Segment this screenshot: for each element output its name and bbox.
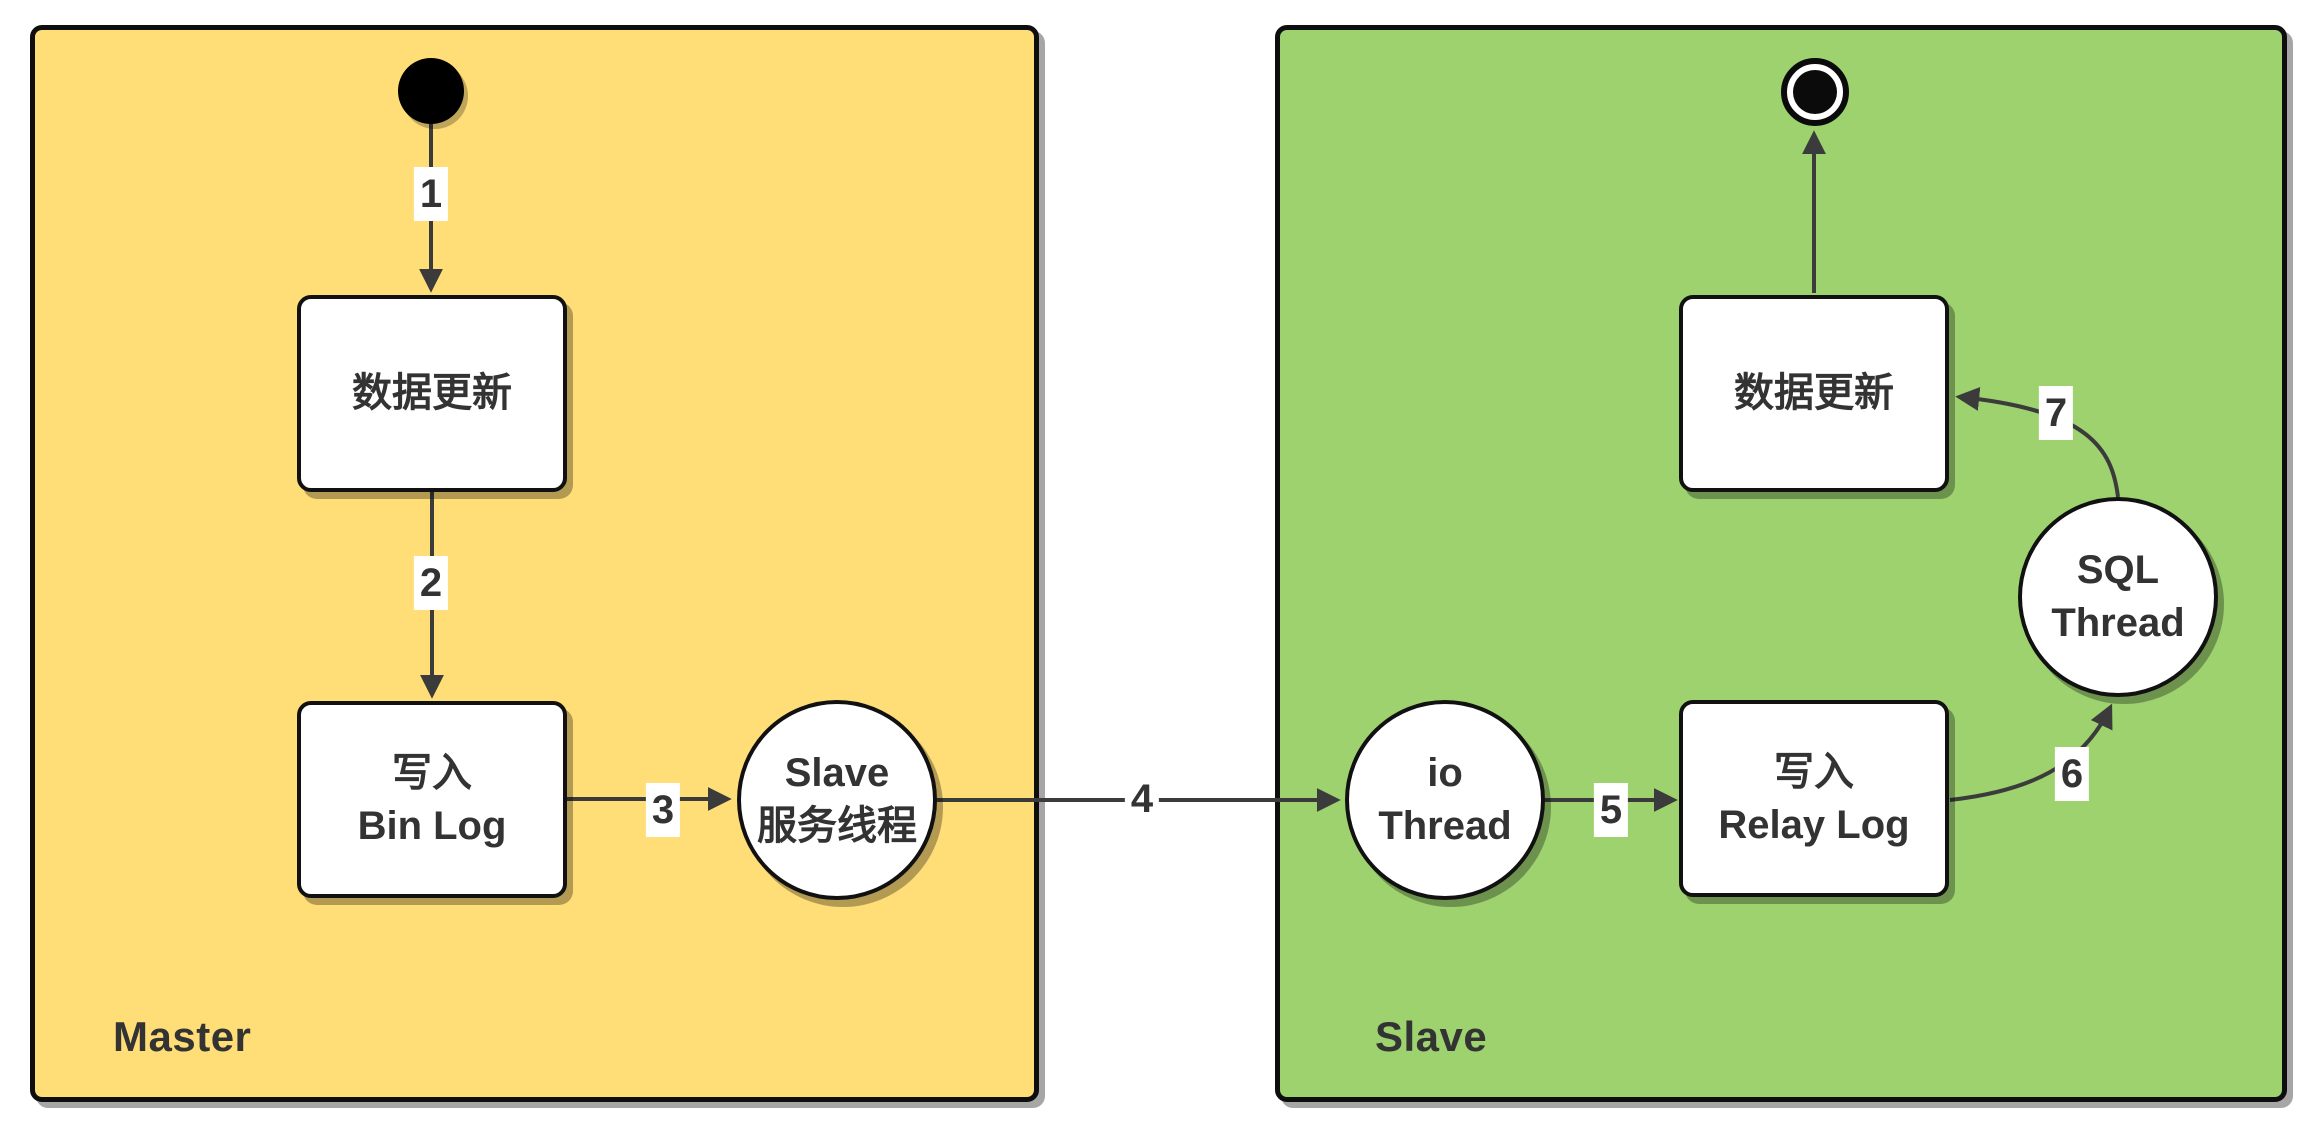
node-label-line: Thread: [2051, 601, 2185, 645]
end-state-core-icon: [1793, 70, 1837, 114]
node-label-line: 写入: [392, 750, 472, 795]
node-label-line: Bin Log: [357, 803, 507, 848]
master-lane-label: Master: [113, 1013, 252, 1060]
node-label-line: 服务线程: [757, 804, 917, 848]
slave-lane-label: Slave: [1375, 1013, 1488, 1060]
node-slave-service-thread: Slave 服务线程: [737, 700, 937, 900]
edge-label-7: 7: [2038, 386, 2074, 440]
master-lane: Master: [30, 25, 1039, 1102]
edge-label-4: 4: [1124, 772, 1160, 826]
start-state-icon: [398, 58, 464, 124]
node-write-bin-log: 写入 Bin Log: [297, 701, 567, 898]
node-label-line: SQL: [2076, 548, 2160, 593]
node-master-data-update: 数据更新: [297, 295, 567, 492]
node-slave-data-update: 数据更新: [1679, 295, 1949, 492]
node-label-line: 数据更新: [1734, 371, 1894, 416]
edge-label-1: 1: [413, 167, 449, 221]
edge-label-3: 3: [645, 783, 681, 837]
node-io-thread: io Thread: [1345, 700, 1545, 900]
node-label-line: Slave: [784, 751, 890, 796]
node-write-relay-log: 写入 Relay Log: [1679, 700, 1949, 897]
node-label-line: io: [1427, 751, 1463, 796]
edge-label-6: 6: [2054, 747, 2090, 801]
node-label-line: Relay Log: [1718, 802, 1910, 847]
edge-label-2: 2: [413, 556, 449, 610]
node-label-line: 写入: [1774, 749, 1854, 794]
edge-label-5: 5: [1593, 783, 1629, 837]
end-state-icon: [1781, 58, 1849, 126]
node-sql-thread: SQL Thread: [2018, 497, 2218, 697]
node-label-line: Thread: [1378, 804, 1512, 848]
node-label-line: 数据更新: [352, 371, 512, 416]
